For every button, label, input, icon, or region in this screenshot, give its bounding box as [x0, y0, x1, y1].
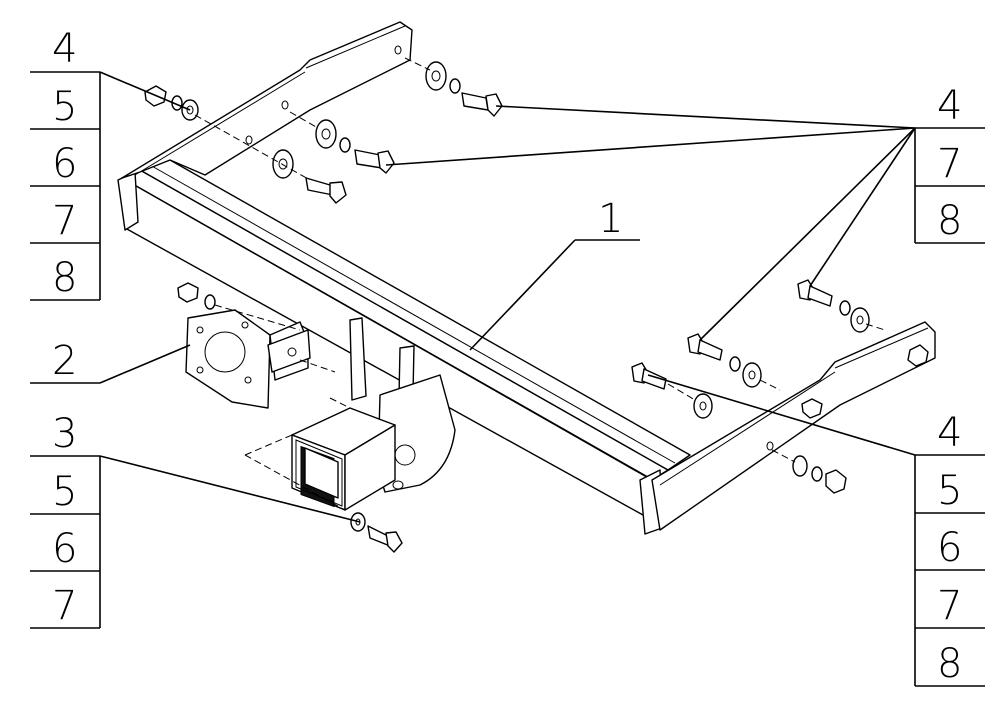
- callout-label: 5: [52, 84, 77, 130]
- callout-label: 4: [937, 83, 962, 129]
- callout-left-bottom: 3 5 6 7: [30, 411, 101, 629]
- callout-label: 6: [937, 525, 962, 571]
- callout-right-top: 4 7 8: [914, 83, 985, 244]
- callout-label: 7: [52, 583, 77, 629]
- callout-label: 4: [52, 26, 77, 72]
- fasteners-left: [144, 57, 503, 553]
- callout-label: 3: [52, 411, 77, 457]
- callout-label: 6: [52, 141, 77, 187]
- callout-part-2: 2: [30, 338, 100, 384]
- hitch-receiver: [244, 317, 456, 511]
- socket-bracket: [185, 304, 336, 409]
- callout-label: 2: [52, 338, 77, 384]
- callout-label: 7: [52, 198, 77, 244]
- callout-label: 8: [937, 198, 962, 244]
- callout-label: 7: [937, 583, 962, 629]
- leader-lines: [99, 71, 916, 523]
- callout-left-top: 4 5 6 7 8: [30, 26, 101, 301]
- callout-label: 8: [937, 641, 962, 687]
- callout-label: 5: [52, 469, 77, 515]
- callout-label: 5: [937, 468, 962, 514]
- callout-label: 7: [937, 141, 962, 187]
- callout-right-bottom: 4 5 6 7 8: [914, 410, 985, 687]
- callout-label: 6: [52, 526, 77, 572]
- callout-label: 4: [937, 410, 962, 456]
- callout-label: 1: [598, 196, 623, 242]
- callout-part-1: 1: [598, 196, 623, 242]
- right-mounting-arm: [651, 321, 936, 531]
- callout-label: 8: [52, 255, 77, 301]
